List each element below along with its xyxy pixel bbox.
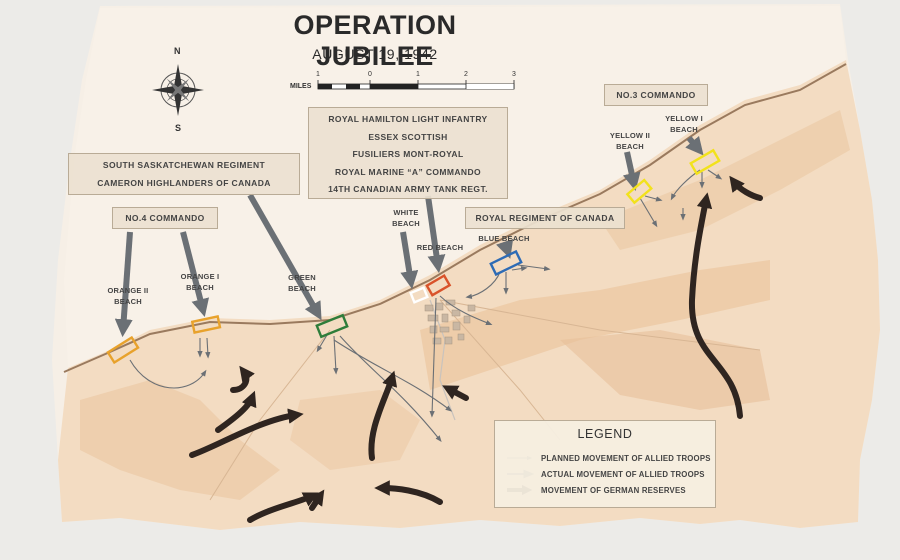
legend-label: PLANNED MOVEMENT OF ALLIED TROOPS <box>541 454 711 463</box>
unit-box-royal-regiment-canada: ROYAL REGIMENT OF CANADA <box>465 207 625 229</box>
unit-label: 14TH CANADIAN ARMY TANK REGT. <box>328 184 488 194</box>
movement-arrow <box>517 264 551 272</box>
unit-label: ROYAL MARINE “A” COMMANDO <box>334 166 481 177</box>
beach-red-marker <box>425 274 452 297</box>
legend-label: MOVEMENT OF GERMAN RESERVES <box>541 486 686 495</box>
beach-label-white: WHITE BEACH <box>392 208 420 228</box>
german-arrow <box>368 370 398 461</box>
scale-tick-label: 2 <box>464 71 468 78</box>
unit-box-main-force: ROYAL HAMILTON LIGHT INFANTRY ESSEX SCOT… <box>308 107 508 199</box>
movement-arrow <box>707 169 723 180</box>
map-title: OPERATION JUBILEE <box>293 10 457 71</box>
terrain-valley <box>420 260 770 390</box>
map-subtitle: AUGUST 19, 1942 <box>312 46 438 62</box>
beach-white-marker <box>409 286 429 304</box>
german-arrow <box>374 480 443 505</box>
scale-tick-label: 1 <box>416 71 420 78</box>
scale-tick-label: 1 <box>316 71 320 78</box>
coast-road <box>63 63 847 373</box>
german-arrow <box>729 175 763 201</box>
beach-yellow-ii-marker <box>625 178 653 205</box>
beach-green-marker <box>315 313 349 339</box>
beach-label-blue: BLUE BEACH <box>478 234 530 243</box>
movement-arrow <box>333 335 339 375</box>
beach-blue-marker <box>489 249 523 277</box>
movement-arrow <box>429 297 437 418</box>
german-arrow <box>688 192 743 419</box>
scale-bar <box>317 80 515 90</box>
approach-arrow <box>685 135 704 156</box>
german-arrow <box>230 365 255 393</box>
german-arrow <box>189 408 304 458</box>
inland-road <box>439 299 761 351</box>
beach-label-green: GREEN BEACH <box>288 273 316 293</box>
approach-arrow <box>247 193 322 321</box>
scale-tick-label: 3 <box>512 71 516 78</box>
approach-arrow <box>425 195 446 274</box>
movement-arrow <box>511 265 528 272</box>
unit-label: ROYAL REGIMENT OF CANADA <box>475 213 615 223</box>
legend-title: LEGEND <box>577 427 633 441</box>
beach-label-red: RED BEACH <box>416 243 464 252</box>
unit-label: ESSEX SCOTTISH <box>368 131 448 142</box>
movement-arrow <box>316 334 328 353</box>
beach-label-yellow-i: YELLOW I BEACH <box>665 114 703 134</box>
approach-arrow <box>180 231 210 317</box>
legend-item-planned: PLANNED MOVEMENT OF ALLIED TROOPS <box>507 453 712 467</box>
german-arrow <box>215 390 257 433</box>
terrain-valley <box>290 390 420 470</box>
unit-box-no3-commando: NO.3 COMMANDO <box>604 84 708 106</box>
beach-yellow-i-marker <box>689 148 721 176</box>
legend-box: LEGEND PLANNED MOVEMENT OF ALLIED TROOPS… <box>494 420 716 508</box>
beach-label-yellow-ii: YELLOW II BEACH <box>609 131 651 151</box>
unit-label: NO.4 COMMANDO <box>125 213 205 223</box>
legend-item-german: MOVEMENT OF GERMAN RESERVES <box>507 485 712 499</box>
movement-arrow <box>465 271 501 299</box>
movement-arrow <box>639 197 658 228</box>
beach-label-orange-i: ORANGE I BEACH <box>180 272 220 292</box>
allied-approach-arrows <box>114 135 704 338</box>
terrain-valley <box>560 330 770 410</box>
scale-unit-label: MILES <box>290 83 312 90</box>
unit-label: SOUTH SASKATCHEWAN REGIMENT <box>102 160 266 170</box>
scale-tick-label: 0 <box>368 71 372 78</box>
unit-label: ROYAL HAMILTON LIGHT INFANTRY <box>328 114 488 124</box>
german-arrow <box>309 489 325 511</box>
terrain-valley <box>80 380 280 500</box>
inland-road <box>209 329 331 501</box>
approach-arrow <box>496 238 514 259</box>
unit-label: NO.3 COMMANDO <box>616 90 696 100</box>
unit-box-south-saskatchewan: SOUTH SASKATCHEWAN REGIMENT CAMERON HIGH… <box>68 153 300 195</box>
movement-arrow <box>205 337 211 359</box>
german-arrow <box>247 492 319 523</box>
legend-item-actual: ACTUAL MOVEMENT OF ALLIED TROOPS <box>507 469 712 483</box>
beach-label-orange-ii: ORANGE II BEACH <box>107 286 149 306</box>
terrain-ridge <box>600 110 850 250</box>
german-arrow <box>442 385 469 401</box>
compass-south-label: S <box>175 123 182 133</box>
approach-arrow <box>114 231 133 338</box>
legend-label: ACTUAL MOVEMENT OF ALLIED TROOPS <box>541 470 705 479</box>
german-reserve-arrows <box>189 175 763 523</box>
unit-box-no4-commando: NO.4 COMMANDO <box>112 207 218 229</box>
compass-rose <box>152 64 204 116</box>
beach-markers <box>106 148 721 365</box>
movement-arrow <box>439 295 493 325</box>
town-dieppe <box>424 299 476 345</box>
compass-north-label: N <box>174 46 181 56</box>
movement-arrow <box>644 195 663 202</box>
movement-arrow <box>129 359 207 389</box>
beach-orange-ii-marker <box>106 335 140 365</box>
approach-arrow <box>622 151 641 192</box>
beach-orange-i-marker <box>190 314 222 334</box>
unit-label: CAMERON HIGHLANDERS OF CANADA <box>97 177 271 188</box>
unit-label: FUSILIERS MONT-ROYAL <box>352 149 464 159</box>
approach-arrow <box>400 231 419 290</box>
